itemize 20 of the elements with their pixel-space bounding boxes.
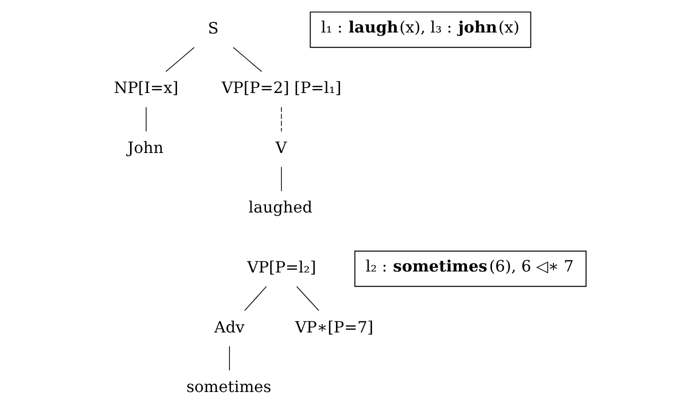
node-box: l₂ : sometimes(6), 6 ◁∗ 7: [354, 250, 587, 287]
connector: [296, 286, 320, 312]
node-text: S: [208, 18, 219, 38]
node-text: sometimes: [186, 377, 272, 396]
node-text: NP[I=x]: [114, 78, 178, 98]
node-text: VP[P=l₂]: [247, 257, 316, 276]
connector: [280, 166, 282, 192]
node-box: l₁ : laugh(x), l₃ : john(x): [310, 12, 532, 48]
connector: [229, 346, 230, 371]
connector: [232, 47, 262, 72]
connector: [146, 106, 147, 132]
node-text: V: [276, 138, 287, 157]
connector: [244, 286, 267, 312]
node-text: laughed: [248, 198, 312, 217]
node-text: VP∗[P=7]: [295, 317, 374, 336]
connector: [166, 47, 195, 72]
node-text: John: [128, 138, 164, 157]
node-text: Adv: [214, 317, 244, 336]
connector: [280, 106, 282, 132]
node-text: VP[P=2] [P=l₁]: [222, 78, 342, 98]
